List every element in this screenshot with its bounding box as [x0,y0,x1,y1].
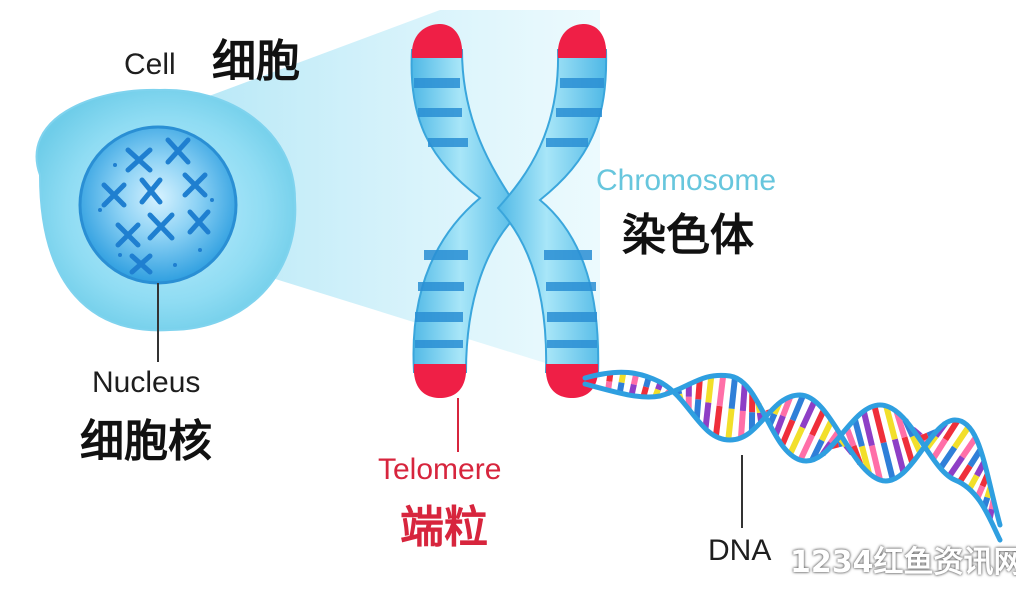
base-pair-half [868,444,883,481]
base-pair-half [930,437,948,461]
base-pair-half [705,375,715,403]
dna-backbone-b [582,372,1003,543]
telomere-label-zh: 端粒 [400,502,488,553]
base-pair-half [909,435,923,454]
base-pair-half [942,418,961,442]
base-pair-half [819,419,835,442]
base-pair-half [844,426,857,448]
base-pair-half [860,410,875,447]
base-pair-half [952,424,972,450]
nucleus-label-zh: 细胞核 [80,416,212,467]
base-pair-half [728,376,738,409]
chromosome-label-zh: 染色体 [622,210,754,261]
base-pair-half [957,464,973,484]
base-pair-half [946,455,965,479]
base-pair-half [923,434,939,451]
watermark: 1234红鱼资讯网 [790,545,1016,580]
base-pair-half [787,426,806,456]
dna-backbone-a [582,369,1003,528]
base-pair-half [891,438,907,474]
base-pair-half [901,436,916,464]
base-pair-half [737,410,746,439]
base-pair-half [880,441,896,481]
nucleus-label-en: Nucleus [92,366,201,399]
base-pair-half [797,433,815,462]
base-pair-half [799,399,818,429]
cell-label-zh: 细胞 [212,36,300,87]
base-pair-half [966,474,980,491]
projection-beam [150,10,600,380]
base-pair-half [871,405,887,444]
cell-label-en: Cell [124,48,176,81]
base-pair-half [959,435,979,459]
telomere-label-en: Telomere [378,453,502,486]
base-pair-half [739,383,748,412]
base-pair-half [851,418,865,447]
chromosome-bands [414,78,604,348]
nucleus [78,125,238,285]
base-pair-half [772,414,786,437]
dna-base-pairs [605,371,997,519]
dna-label: DNA [708,534,772,567]
base-pair-half [702,402,712,430]
mini-chromosomes [101,137,211,275]
base-pair-half [725,408,735,441]
base-pair-half [695,379,703,400]
base-pair-half [937,445,958,470]
chromosome [410,24,608,398]
base-pair-half [779,419,796,447]
base-pair-half [716,375,727,407]
base-pair-half [809,408,827,437]
telomere-caps [411,24,607,398]
chromosome-label-en: Chromosome [596,164,777,197]
base-pair-half [712,405,723,437]
base-pair-half [789,394,806,422]
dna-helix [582,369,1003,543]
base-pair-half [780,395,794,418]
base-pair-half [883,405,898,440]
